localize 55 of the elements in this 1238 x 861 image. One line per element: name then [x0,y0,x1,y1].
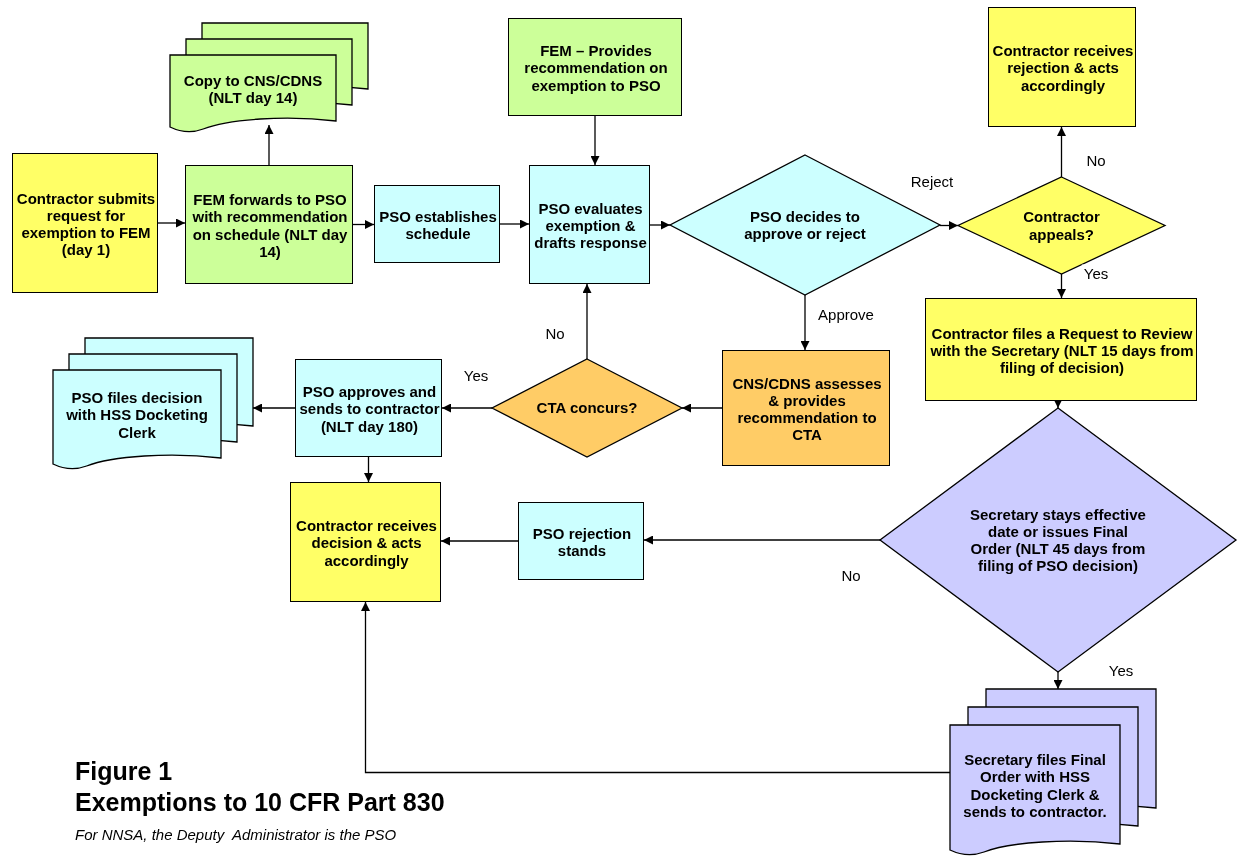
process-box [295,359,442,457]
arrow [643,535,881,545]
step-text: PSO approves and sends to contractor (NLT day 180) [299,383,440,435]
step-text: Contractor receives decision & acts accordingly [295,517,438,569]
arrow [440,536,519,546]
process-box [518,502,644,580]
step-text: PSO establishes schedule [378,207,498,243]
process-box [290,482,441,602]
step-text: FEM – Provides recommendation on exemption to PSO [523,42,669,94]
step-text: PSO rejection stands [531,524,633,560]
figure-title: Exemptions to 10 CFR Part 830 [75,788,445,817]
step-text: Contractor appeals? [1022,208,1101,243]
arrow [1057,273,1066,299]
step-text: Secretary files Final Order with HSS Docketing Clerk & sends to contractor. [962,751,1108,820]
arrow [681,403,723,413]
document-stack [170,23,368,133]
step-text: Contractor files a Request to Review with the Secretary (NLT 15 days from filing of decision) [929,324,1195,377]
process-box [925,298,1197,401]
arrow [800,294,810,351]
process-box [529,165,650,284]
document-stack [53,338,253,470]
step-text: CTA concurs? [536,399,638,417]
process-box [12,153,158,293]
step-text: CNS/CDNS assesses & provides recommendation to CTA [731,374,883,444]
process-box [185,165,353,284]
step-text: PSO files decision with HSS Docketing Clerk [65,389,209,441]
arrow [361,601,951,774]
arrow [649,220,671,230]
arrow [590,115,600,166]
process-box [988,7,1136,127]
process-box [374,185,500,263]
arrow [157,218,186,228]
figure-caption: For NNSA, the Deputy Administrator is the PSO [75,826,397,843]
arrow [939,221,959,230]
arrow [264,124,274,166]
arrow [1053,671,1063,690]
process-box [722,350,890,466]
arrow [352,220,375,229]
document-stack [950,689,1156,856]
arrow [1057,126,1066,178]
decision-diamond [492,359,682,457]
arrow [364,456,373,483]
step-text: Contractor receives rejection & acts accordingly [992,42,1134,94]
arrow [1053,399,1063,409]
step-text: Contractor submits request for exemption to FEM (day 1) [16,189,156,259]
step-text: PSO decides to approve or reject [743,207,867,243]
arrow [441,403,493,413]
figure-number: Figure 1 [75,757,173,786]
step-text: Secretary stays effective date or issues Final Order (NLT 45 days from filing of PSO decision) [969,505,1147,575]
step-text: FEM forwards to PSO with recommendation on schedule (NLT day 14) [191,191,349,260]
arrow [582,283,592,360]
step-text: PSO evaluates exemption & drafts response [533,199,648,252]
arrow [499,219,530,229]
step-text: Copy to CNS/CDNS (NLT day 14) [182,71,324,107]
process-box [508,18,682,116]
